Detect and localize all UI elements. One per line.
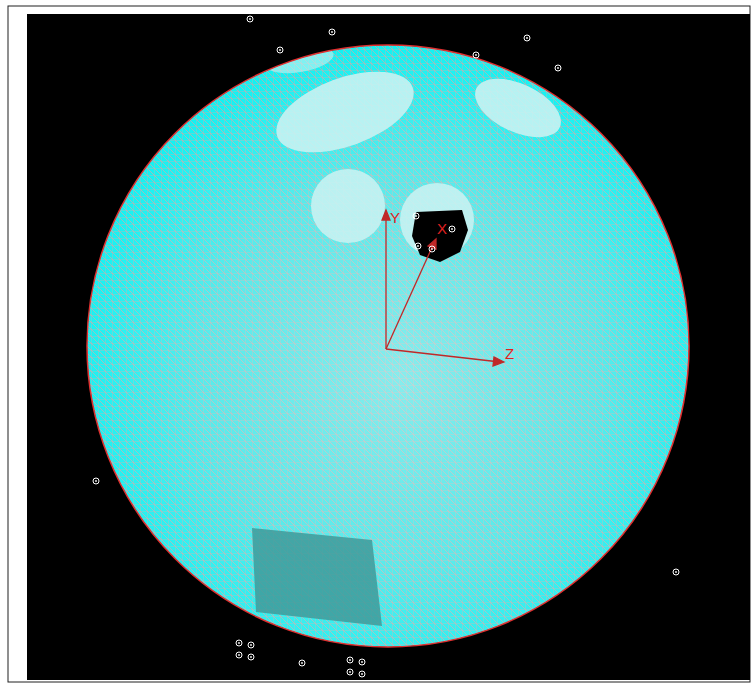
light-patch <box>466 67 570 149</box>
z-axis <box>386 349 500 362</box>
sphere-shading <box>87 45 689 647</box>
marker-point <box>524 35 530 41</box>
marker-point <box>359 659 365 665</box>
x-axis <box>386 243 434 349</box>
sphere-outline <box>87 45 689 647</box>
marker-point <box>93 478 99 484</box>
marker-point <box>329 29 335 35</box>
marker-point <box>413 213 419 219</box>
marker-point <box>248 654 254 660</box>
marker-point <box>673 569 679 575</box>
marker-point <box>359 671 365 677</box>
axis-label: X <box>437 221 447 236</box>
marker-point <box>449 226 455 232</box>
marker-point <box>236 652 242 658</box>
marker-point <box>236 640 242 646</box>
mesh-sphere <box>87 45 689 647</box>
arrowhead <box>382 210 390 220</box>
marker-point <box>247 16 253 22</box>
marker-point <box>277 47 283 53</box>
marker-point <box>429 246 435 252</box>
light-patch <box>264 42 335 77</box>
background <box>27 14 750 680</box>
dark-patch <box>252 528 382 626</box>
axis-label: Z <box>505 346 514 361</box>
frame <box>8 6 750 682</box>
axis-label: Y <box>390 210 400 225</box>
arrowhead <box>493 357 504 366</box>
marker-point <box>555 65 561 71</box>
marker-point <box>347 669 353 675</box>
marker-point <box>473 52 479 58</box>
marker-point <box>347 657 353 663</box>
y-axis <box>385 214 386 349</box>
marker-point <box>299 660 305 666</box>
marker-point <box>415 243 421 249</box>
light-patch <box>311 169 385 243</box>
hole <box>412 210 468 262</box>
marker-point <box>248 642 254 648</box>
